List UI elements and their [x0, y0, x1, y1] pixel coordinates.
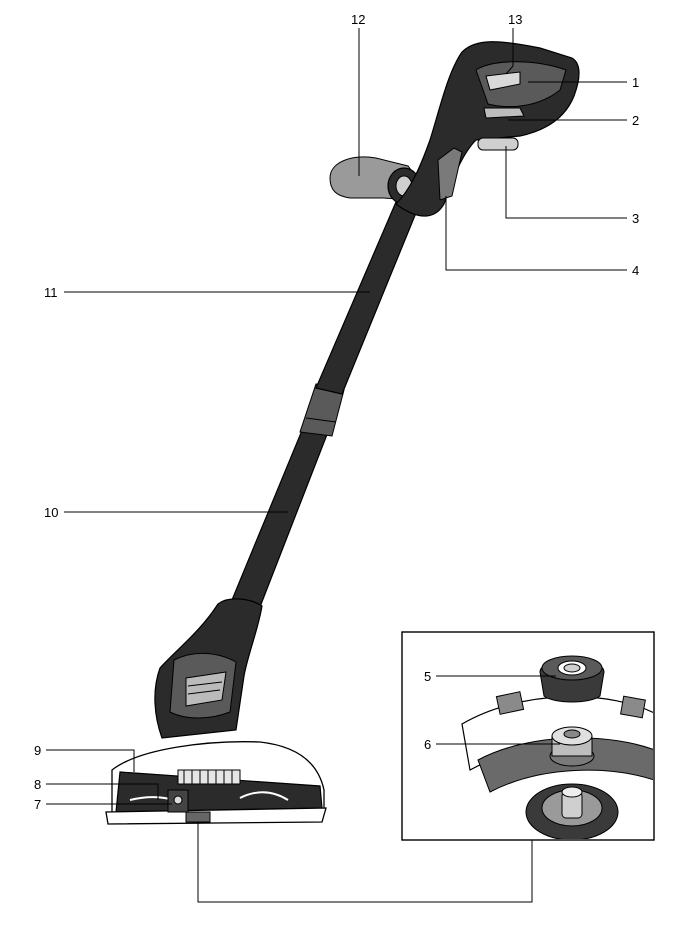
callout-labels: 13 12 1 2 3 4 11 10 9 8 7 5 6	[34, 12, 639, 812]
switch-trigger	[437, 147, 463, 201]
inset-connector	[197, 822, 533, 903]
main-handle	[395, 41, 580, 217]
detail-inset	[401, 631, 655, 841]
callout-6: 6	[424, 737, 431, 752]
handle-lock-button	[477, 137, 519, 151]
motor-housing	[154, 598, 263, 739]
callout-8: 8	[34, 777, 41, 792]
callout-2: 2	[632, 113, 639, 128]
callout-11: 11	[44, 285, 58, 300]
callout-9: 9	[34, 743, 41, 758]
callout-3: 3	[632, 211, 639, 226]
callout-7: 7	[34, 797, 41, 812]
callout-4: 4	[632, 263, 639, 278]
callout-13: 13	[508, 12, 522, 27]
callout-12: 12	[351, 12, 365, 27]
lower-shaft	[226, 427, 329, 613]
callout-10: 10	[44, 505, 58, 520]
leader-lines	[46, 28, 627, 805]
callout-5: 5	[424, 669, 431, 684]
callout-1: 1	[632, 75, 639, 90]
guard	[105, 741, 327, 825]
upper-shaft	[315, 201, 419, 395]
